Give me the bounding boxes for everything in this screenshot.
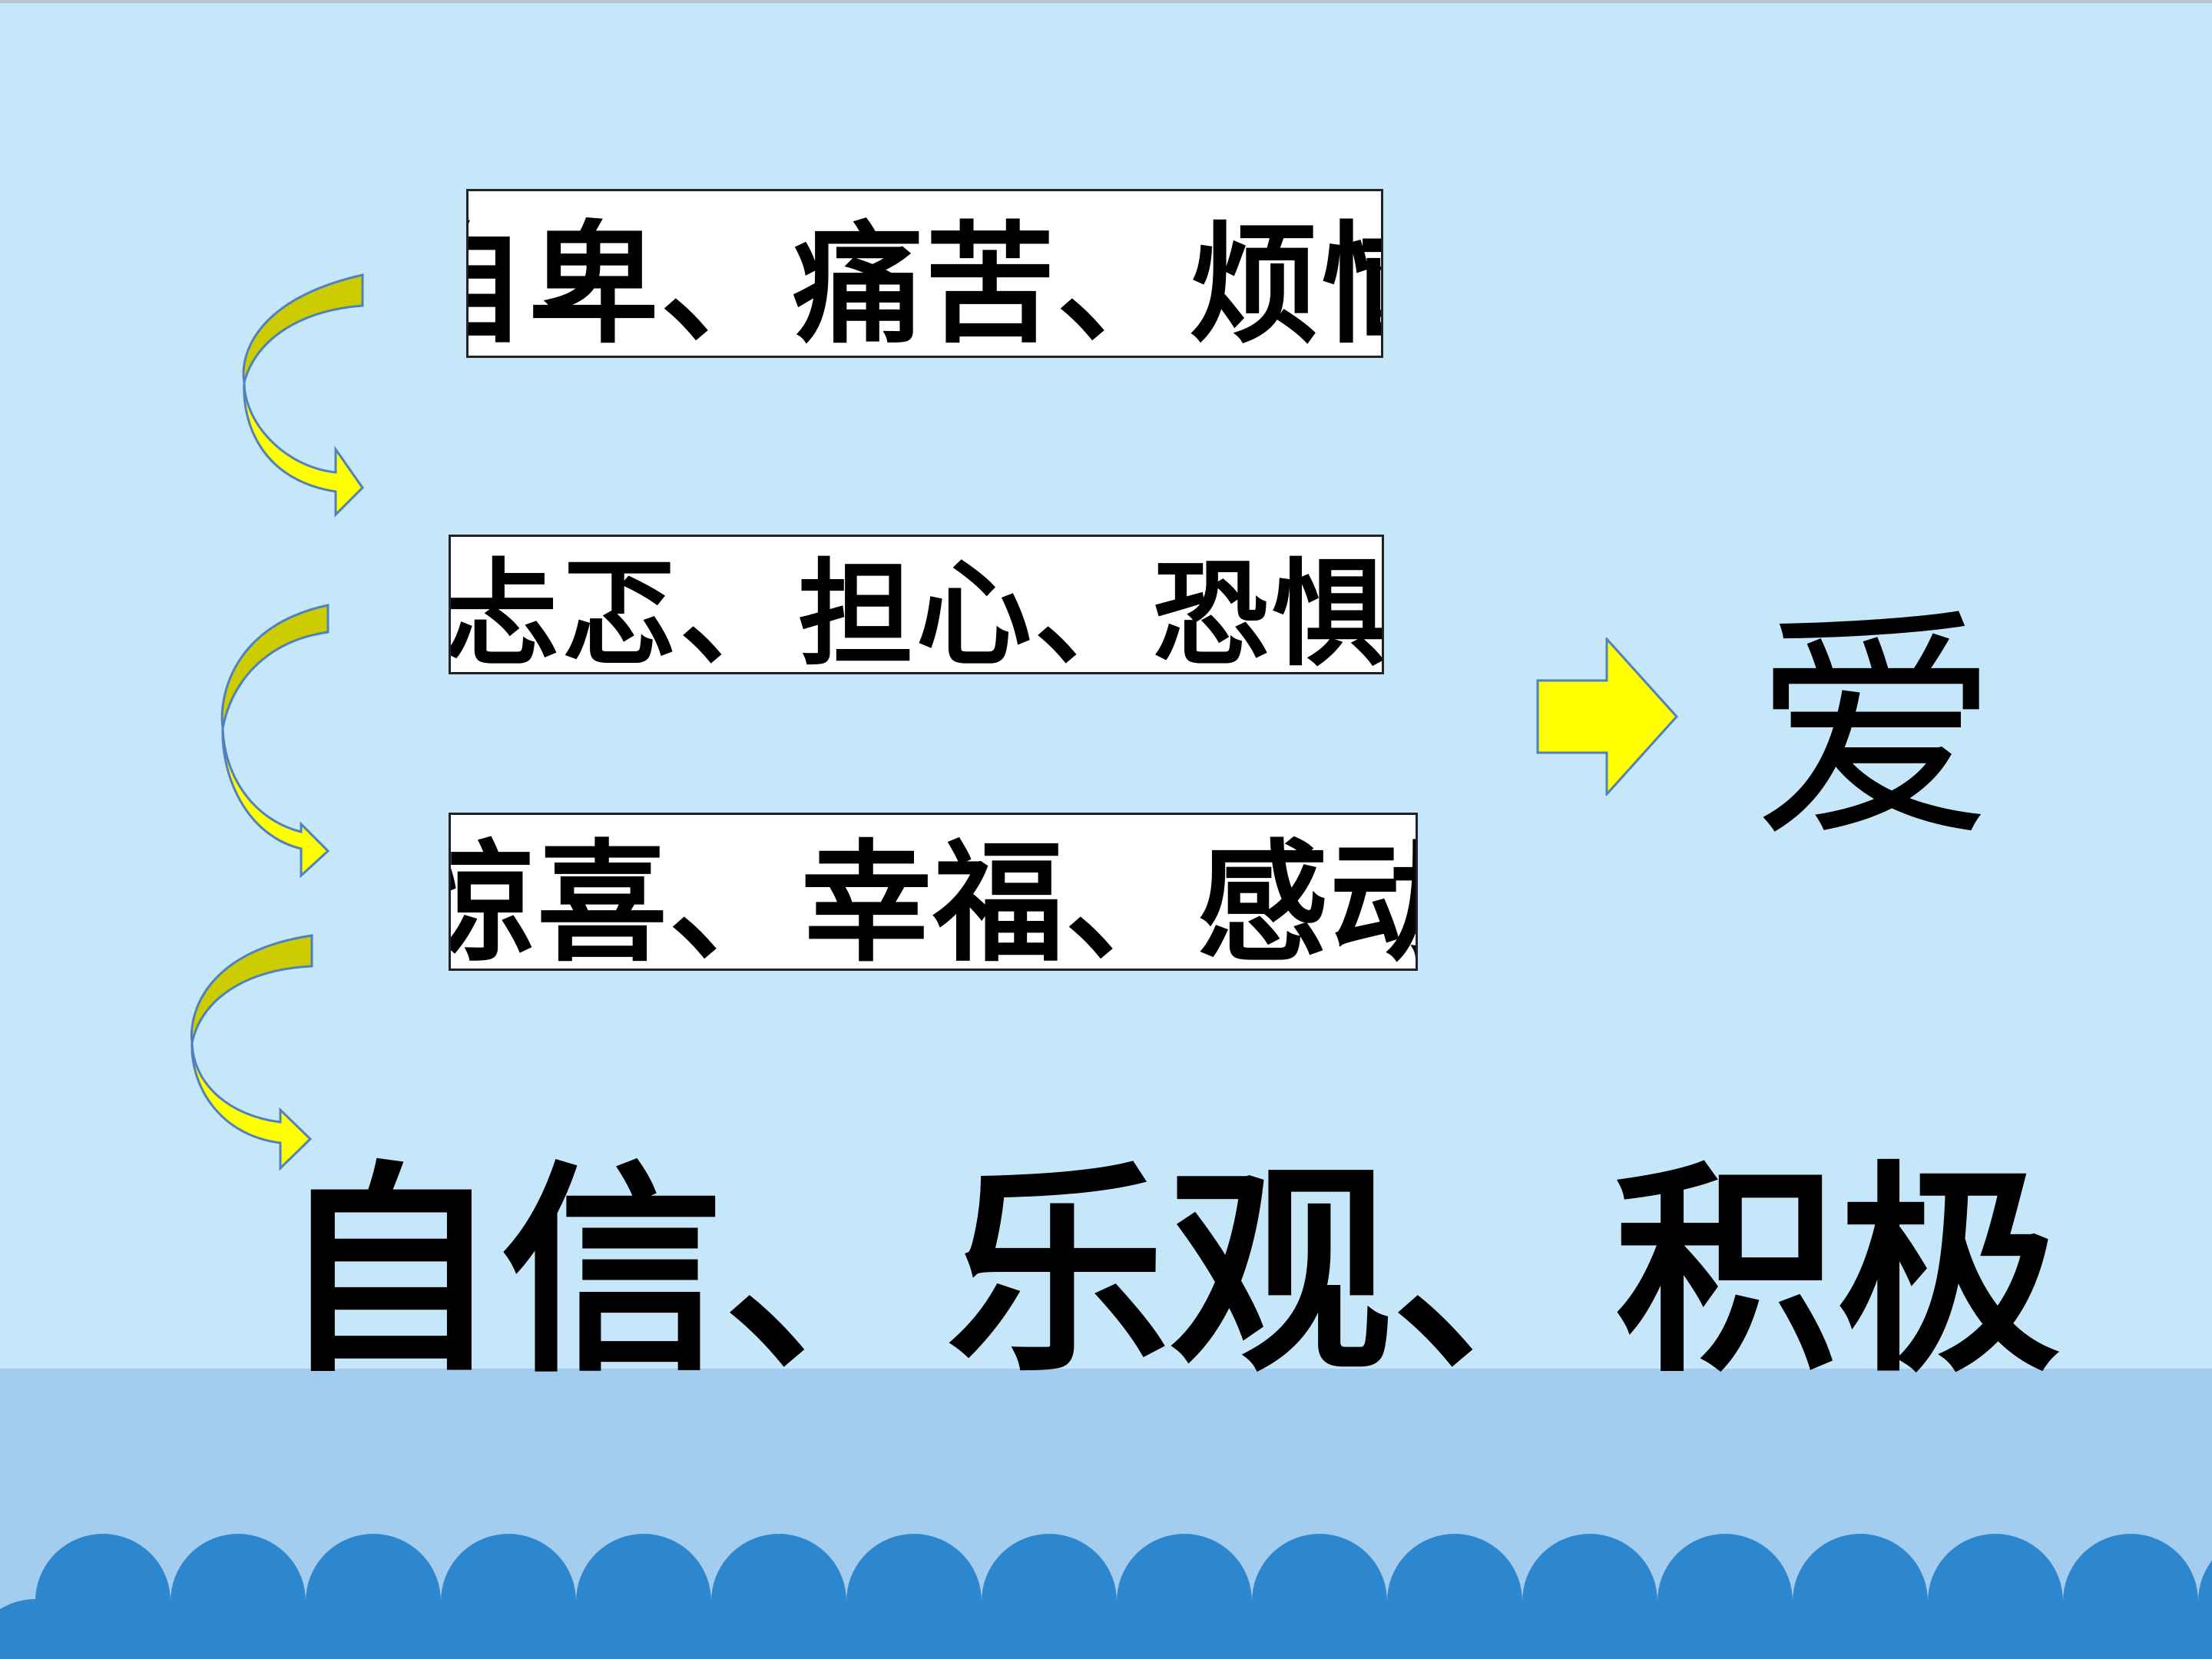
- wave-scallop: [1725, 1599, 1860, 1659]
- wave-scallop: [1590, 1599, 1725, 1659]
- result-text: 自信、乐观、积极: [278, 1144, 2060, 1402]
- wave-scallop: [0, 1599, 103, 1659]
- feeling-text-anxious: 忐忑、担心、恐惧: [449, 548, 1384, 674]
- wave-scallop: [644, 1599, 779, 1659]
- curved-arrow-icon: [220, 604, 330, 879]
- wave-scallop: [1049, 1599, 1184, 1659]
- wave-scallop: [103, 1599, 238, 1659]
- feeling-text-negative: 自卑、痛苦、烦恼: [469, 210, 1381, 358]
- wave-scallop: [373, 1599, 508, 1659]
- wave-scallop: [238, 1599, 373, 1659]
- feeling-box-negative: 自卑、痛苦、烦恼: [466, 189, 1383, 358]
- love-text: 爱: [1753, 587, 1998, 873]
- wave-scallop: [779, 1599, 914, 1659]
- curved-arrow-icon: [242, 273, 364, 518]
- feeling-text-positive: 惊喜、幸福、感动: [449, 828, 1418, 971]
- wave-scallop: [508, 1599, 644, 1659]
- waves-decoration: [0, 1534, 2212, 1659]
- feeling-box-positive: 惊喜、幸福、感动: [449, 813, 1418, 971]
- wave-scallop: [1995, 1599, 2131, 1659]
- wave-scallop: [1184, 1599, 1320, 1659]
- curved-arrow-icon: [190, 934, 313, 1171]
- wave-scallop: [1860, 1599, 1995, 1659]
- feeling-box-anxious: 忐忑、担心、恐惧: [449, 535, 1384, 674]
- wave-scallop: [2131, 1599, 2212, 1659]
- wave-scallop: [1455, 1599, 1590, 1659]
- top-border-line: [0, 0, 2212, 3]
- wave-scallop: [914, 1599, 1049, 1659]
- wave-scallop: [1320, 1599, 1455, 1659]
- right-arrow-icon: [1536, 637, 1679, 796]
